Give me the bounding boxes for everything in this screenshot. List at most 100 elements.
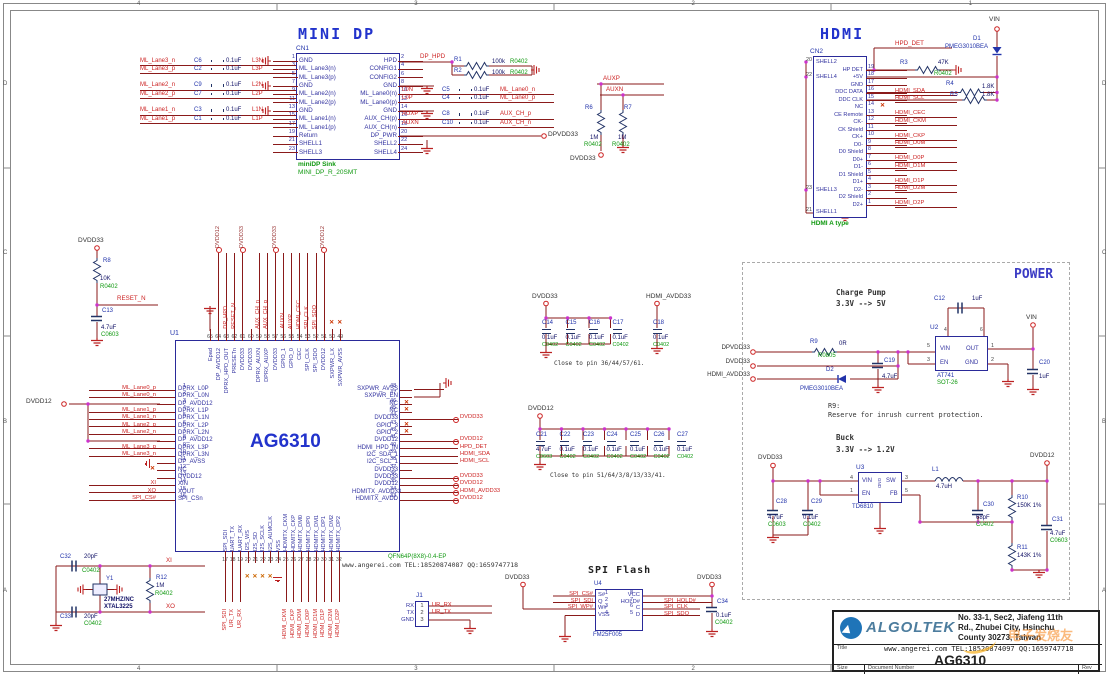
connector-pin: CE Remote 13 HDMI_CEC ✕: [815, 109, 957, 120]
pin-name: SHELL3: [299, 148, 323, 156]
pin-number: 16: [868, 86, 874, 92]
c29-ref: C29: [811, 499, 823, 505]
cn1-connector-body: [296, 53, 400, 160]
pin-name: SPI_CSn: [178, 496, 203, 503]
buck-heading: Buck: [836, 433, 855, 442]
pin-number: 46: [390, 397, 397, 404]
series-cap-row: AUXN C10 0.1uF AUX_CH_n: [402, 119, 554, 129]
pin-number: 41: [390, 434, 397, 441]
pin-name-left: SHELL1: [816, 209, 837, 215]
net-label: UR_RX: [432, 601, 452, 608]
net-label: HDMI_CEC: [895, 110, 957, 119]
cap-footprint: C0402: [677, 454, 694, 460]
pin-wire: [293, 563, 295, 602]
r4-value: 1.8K: [982, 84, 995, 90]
pin-wire: [398, 60, 423, 62]
bypass-cap: C18 0.1uF C0402: [651, 320, 675, 349]
net-label: L3N: [252, 57, 264, 64]
pin-wire: [323, 563, 325, 602]
pin-name: I2S_AUMCLK: [268, 516, 275, 551]
net-label: L2P: [252, 90, 263, 97]
pin-name: GND: [299, 106, 313, 114]
connector-pin: NC 14 ✕: [815, 101, 885, 112]
net-label: L0N: [402, 86, 414, 93]
net-label: SPI_HOLD#: [664, 597, 696, 604]
pin-wire: [262, 551, 264, 563]
pin-name: AUX_CH(n): [364, 123, 397, 131]
net-label: HDMI_CKP: [895, 133, 957, 141]
chip-pin: 56 GPIO_1 AUXN ✕: [279, 253, 287, 415]
pin-name-left: SHELL4: [816, 74, 837, 80]
chip-pin: HOLD# 7: [608, 597, 640, 606]
net-label: HDMI_SCL: [895, 95, 957, 104]
cp-note-2: Reserve for inrush current protection.: [828, 411, 984, 419]
pin-wire: [266, 253, 268, 330]
power-title: POWER: [1014, 267, 1054, 282]
cap-value: 0.1uF: [612, 335, 628, 341]
pin-name: RX: [405, 602, 414, 609]
pin-name: SHELL1: [299, 140, 323, 148]
pin-name: DDC DATA: [835, 89, 863, 95]
pin-number: 14: [401, 103, 408, 110]
pin-number: 40: [390, 441, 397, 448]
pin-number: 23: [288, 145, 295, 152]
pin-number: 3: [182, 397, 186, 404]
pin-number: 13: [275, 104, 295, 112]
pin-number: 8: [182, 434, 186, 441]
pin-wire: [866, 197, 907, 199]
r10-ref: R10: [1017, 495, 1029, 501]
pin-wire: [323, 253, 325, 330]
pin-name: +5V: [852, 74, 863, 80]
pin-wire: [247, 551, 249, 563]
pin-wire: [866, 122, 907, 124]
spi-rail-left: DVDD33: [505, 574, 530, 581]
pin-name: DP_PWR: [370, 131, 397, 139]
chip-top-pins: 65 Epad ✕ 64 DP_AVDD12 DVDD12 ✕ 63 DPRX_…: [206, 226, 344, 415]
pin-wire: [273, 102, 298, 104]
power-pin-icon: [453, 438, 459, 445]
website-line: www.angerei.com TEL:18520874097 QQ:16597…: [884, 645, 1074, 653]
connector-pin: DP_PWR 20: [351, 129, 423, 140]
pin-wire: [315, 253, 317, 330]
net-label: HDMI_D0P: [895, 155, 957, 164]
c19-value: 4.7uF: [882, 374, 898, 380]
pin-wire: [273, 127, 298, 129]
u3-pin-gnd: GND: [876, 478, 882, 488]
chip-pin: DVDD33 37 ✕: [352, 464, 412, 474]
d2-part: PMEG3010BEA: [800, 386, 844, 392]
chip-pin: 20 I2S_WS ✕: [244, 530, 252, 580]
bypass-cap: C26 0.1uF C0402: [652, 432, 676, 461]
connector-pin: AUX_CH(p) 16: [351, 112, 423, 123]
net-hpd-det: HPD_DET: [895, 40, 924, 47]
chip-pin: HDMITX_AVDD33 34 HDMI_AVDD33 ✕: [352, 486, 500, 497]
capacitor-icon: [459, 96, 472, 100]
connector-pin: SHELL1 21 ✕: [806, 207, 865, 217]
connector-pin: 11 ML_Lane2(p): [273, 96, 336, 107]
pin-name: D1 Shield: [838, 171, 863, 178]
pin-name: D2 Shield: [838, 194, 863, 200]
cap-ref: C6: [194, 57, 202, 64]
series-cap-row: L0N C5 0.1uF ML_Lane0_n: [402, 86, 554, 95]
net-label: ML_Lane1_n: [140, 107, 176, 114]
pin-wire: [89, 396, 175, 398]
connector-pin: SHELL4 +5V 18 22 ✕: [806, 71, 907, 82]
cap-footprint: C0402: [559, 454, 576, 460]
zone-number: 1: [968, 1, 973, 7]
connector-pin: 19 Return: [273, 129, 336, 140]
r9-footprint: R0805: [818, 353, 836, 359]
pin-number: 2: [182, 390, 186, 397]
pin-wire: [89, 389, 175, 391]
minidp-title: MINI DP: [298, 25, 376, 43]
pin-wire: [89, 433, 175, 435]
zone-number: 4: [136, 1, 141, 7]
chip-pin: I2C_SCL_1 38 HDMI_SCL ✕: [352, 456, 489, 466]
pin-number: 4: [868, 176, 871, 182]
pin-number: 35: [390, 478, 397, 485]
brand-name: ALGOLTEK: [866, 619, 956, 636]
chip-pin: 51 DVDD12 DVDD12 ✕: [320, 226, 328, 415]
chip-pin: DVDD33 36 DVDD33 ✕: [352, 471, 483, 482]
r5-value: 1.8K: [982, 92, 995, 98]
bank33-rail: DVDD33: [532, 293, 558, 300]
